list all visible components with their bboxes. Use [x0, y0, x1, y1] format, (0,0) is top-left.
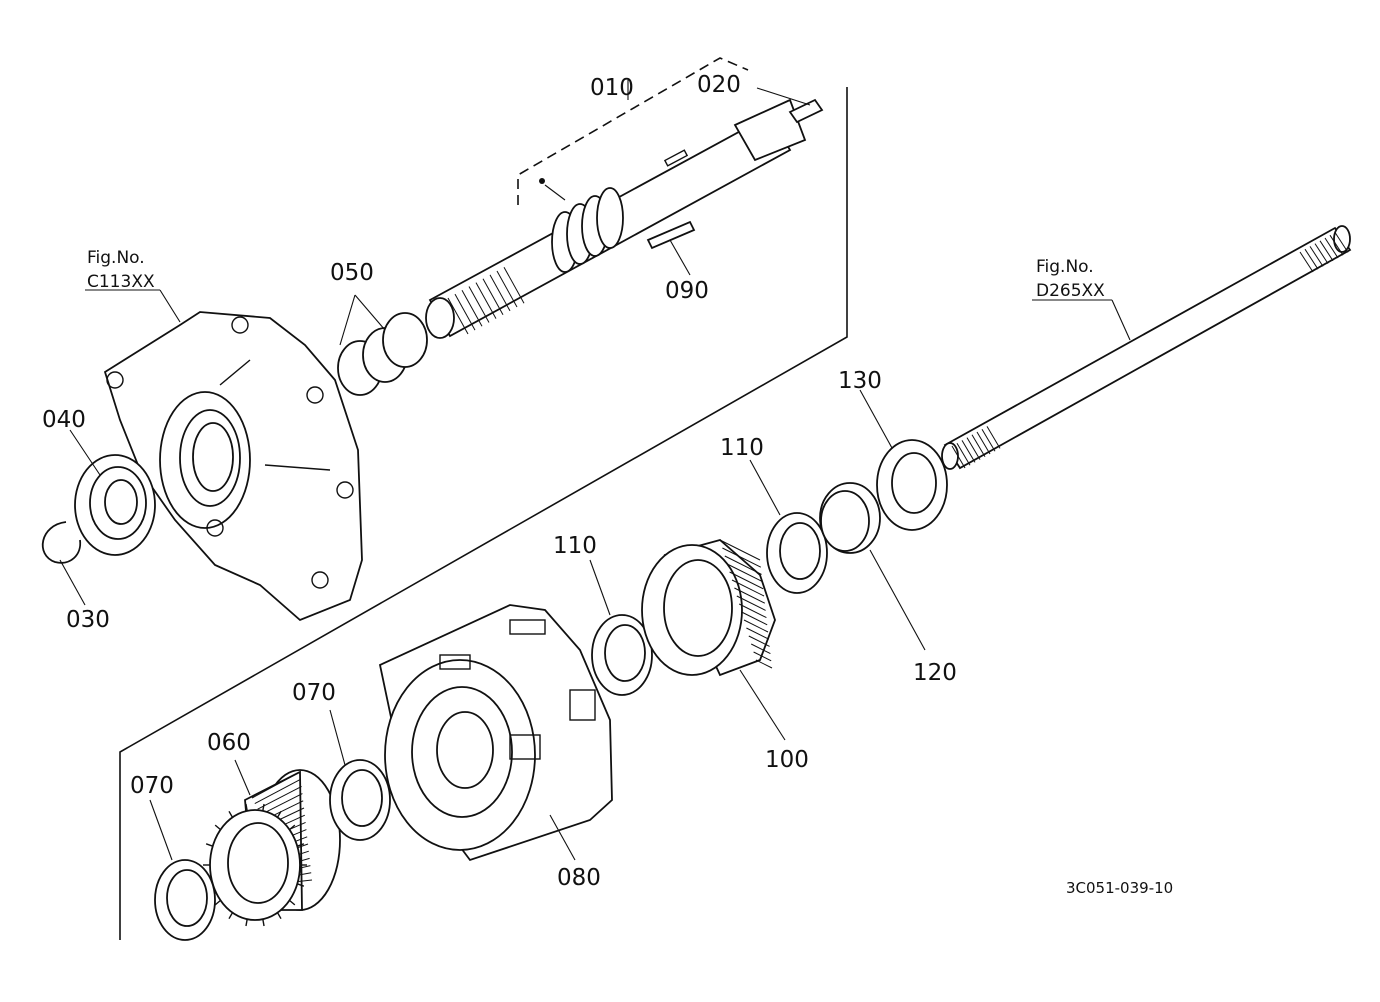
ref-left-prefix: Fig.No. — [87, 248, 145, 268]
label-080: 080 — [557, 865, 601, 891]
ring-120 — [819, 482, 881, 554]
dashed-bracket — [517, 57, 749, 205]
key-090 — [646, 220, 696, 250]
label-050: 050 — [330, 260, 374, 286]
long-shaft — [941, 225, 1352, 470]
label-110-right: 110 — [720, 435, 764, 461]
bearing-040 — [74, 454, 156, 556]
label-120: 120 — [913, 660, 957, 686]
leader-lines — [59, 80, 1131, 861]
bearing-110-right — [766, 512, 828, 594]
label-020: 020 — [697, 72, 741, 98]
drawing-code: 3C051-039-10 — [1066, 879, 1173, 897]
gear-060 — [203, 769, 341, 927]
bearing-110-left — [591, 614, 653, 696]
hub-100 — [641, 539, 776, 677]
drum-080 — [378, 604, 613, 862]
group-outline — [119, 87, 848, 940]
ref-right-code: D265XX — [1036, 281, 1105, 301]
label-060: 060 — [207, 730, 251, 756]
label-040: 040 — [42, 407, 86, 433]
housing — [103, 311, 363, 622]
label-090: 090 — [665, 278, 709, 304]
snap-ring-030 — [41, 521, 82, 564]
bearing-070-upper — [329, 759, 391, 841]
ref-left-code: C113XX — [87, 272, 155, 292]
label-100: 100 — [765, 747, 809, 773]
bearing-130 — [876, 439, 948, 531]
label-010: 010 — [590, 75, 634, 101]
spring-rings-050 — [337, 312, 428, 396]
label-070-lower: 070 — [130, 773, 174, 799]
label-030: 030 — [66, 607, 110, 633]
ref-right-prefix: Fig.No. — [1036, 257, 1094, 277]
label-110-left: 110 — [553, 533, 597, 559]
bearing-070-lower — [154, 859, 216, 941]
label-130: 130 — [838, 368, 882, 394]
main-shaft — [425, 98, 824, 339]
label-070-upper: 070 — [292, 680, 336, 706]
